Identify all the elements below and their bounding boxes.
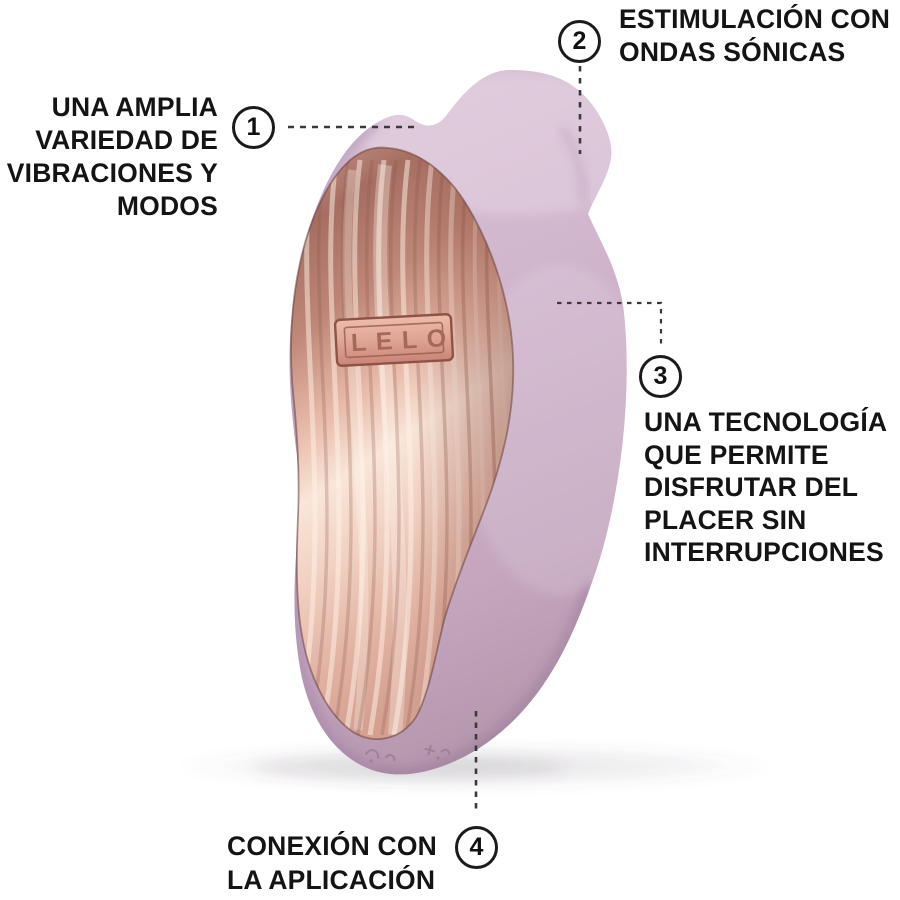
callout-3-leader-line [557, 301, 663, 348]
callout-1-number-badge: 1 [232, 106, 275, 149]
callout-3-text: UNA TECNOLOGÍA QUE PERMITE DISFRUTAR DEL… [644, 407, 888, 567]
callout-4-text: CONEXIÓN CON LA APLICACIÓN [227, 831, 438, 895]
brand-plaque: LELO [333, 313, 456, 367]
callout-4-number-badge: 4 [455, 826, 498, 869]
callout-1-text: UNA AMPLIA VARIEDAD DE VIBRACIONES Y MOD… [6, 92, 218, 221]
control-buttons-engraving-icon [365, 744, 451, 763]
callout-2-number-badge: 2 [558, 20, 601, 63]
brand-logo-text: LELO [350, 324, 456, 357]
callout-3-number-badge: 3 [639, 355, 682, 398]
callout-2-text: ESTIMULACIÓN CON ONDAS SÓNICAS [619, 4, 891, 67]
